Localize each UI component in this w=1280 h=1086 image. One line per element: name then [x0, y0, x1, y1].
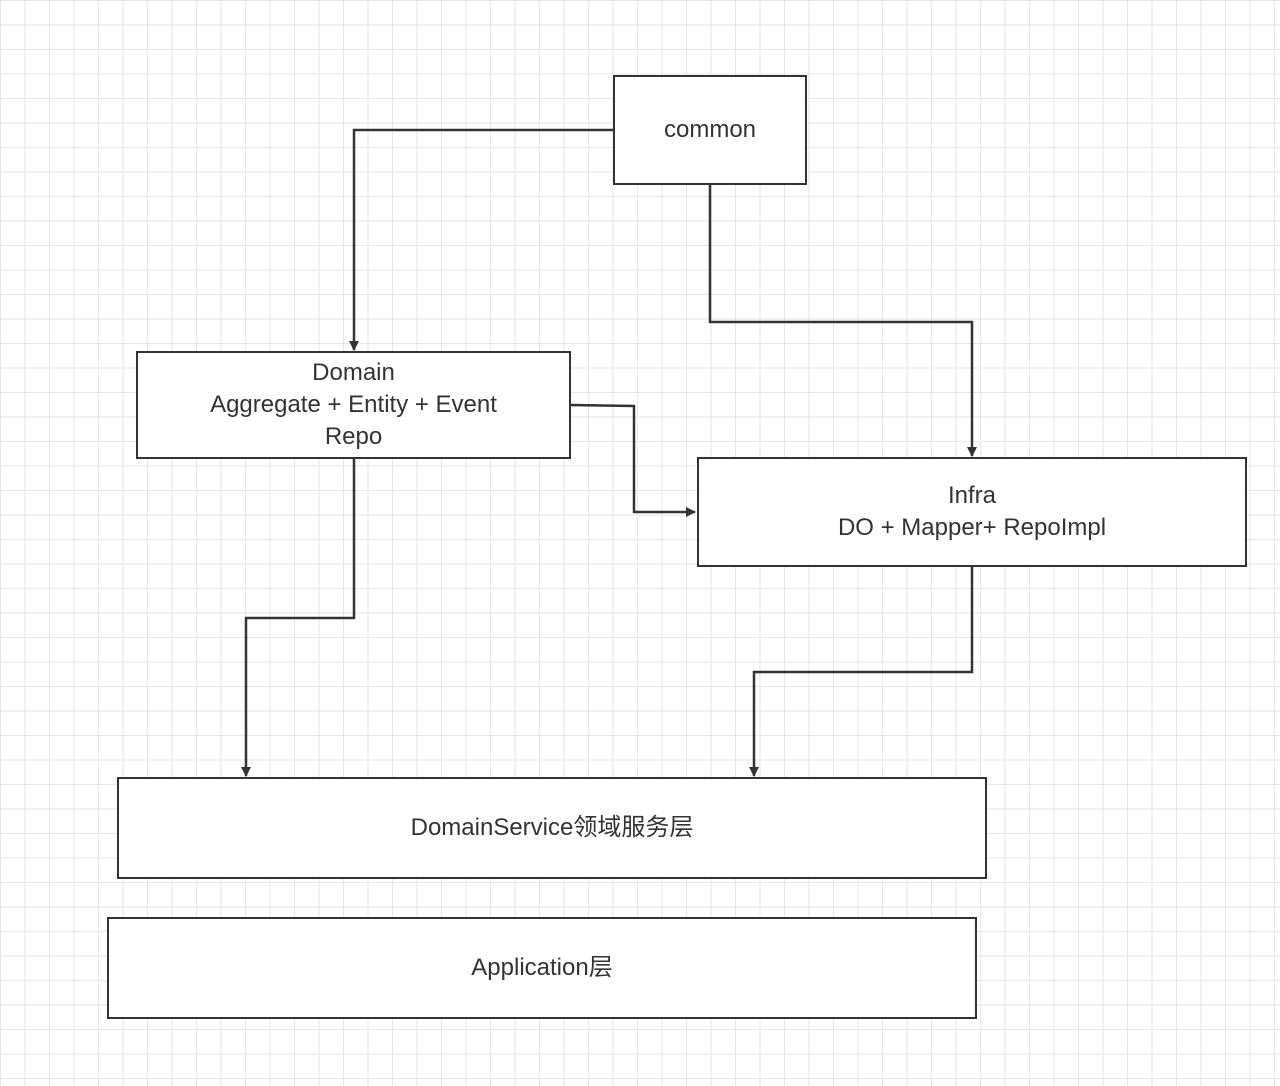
domain-node-title: Domain [312, 359, 395, 386]
common-node[interactable]: common [613, 75, 807, 185]
domain-service-node-label: DomainService领域服务层 [410, 814, 694, 841]
common-node-label: common [663, 116, 757, 143]
infra-node[interactable]: Infra DO + Mapper+ RepoImpl [697, 457, 1247, 567]
domain-service-node[interactable]: DomainService领域服务层 [117, 777, 987, 879]
edge-infra-to-domain-service [749, 566, 974, 777]
domain-node-line-2: Aggregate + Entity + Event [210, 391, 497, 418]
domain-node[interactable]: Domain Aggregate + Entity + Event Repo [136, 351, 571, 459]
infra-node-title: Infra [947, 482, 997, 509]
edge-common-to-infra [708, 184, 977, 457]
application-node[interactable]: Application层 [107, 917, 977, 1019]
edge-common-to-domain [349, 128, 613, 351]
infra-node-line-2: DO + Mapper+ RepoImpl [837, 514, 1107, 541]
edge-domain-to-domain-service [241, 458, 356, 777]
domain-node-line-3: Repo [324, 423, 383, 450]
application-node-label: Application层 [471, 954, 613, 981]
edge-domain-to-infra [569, 403, 696, 517]
